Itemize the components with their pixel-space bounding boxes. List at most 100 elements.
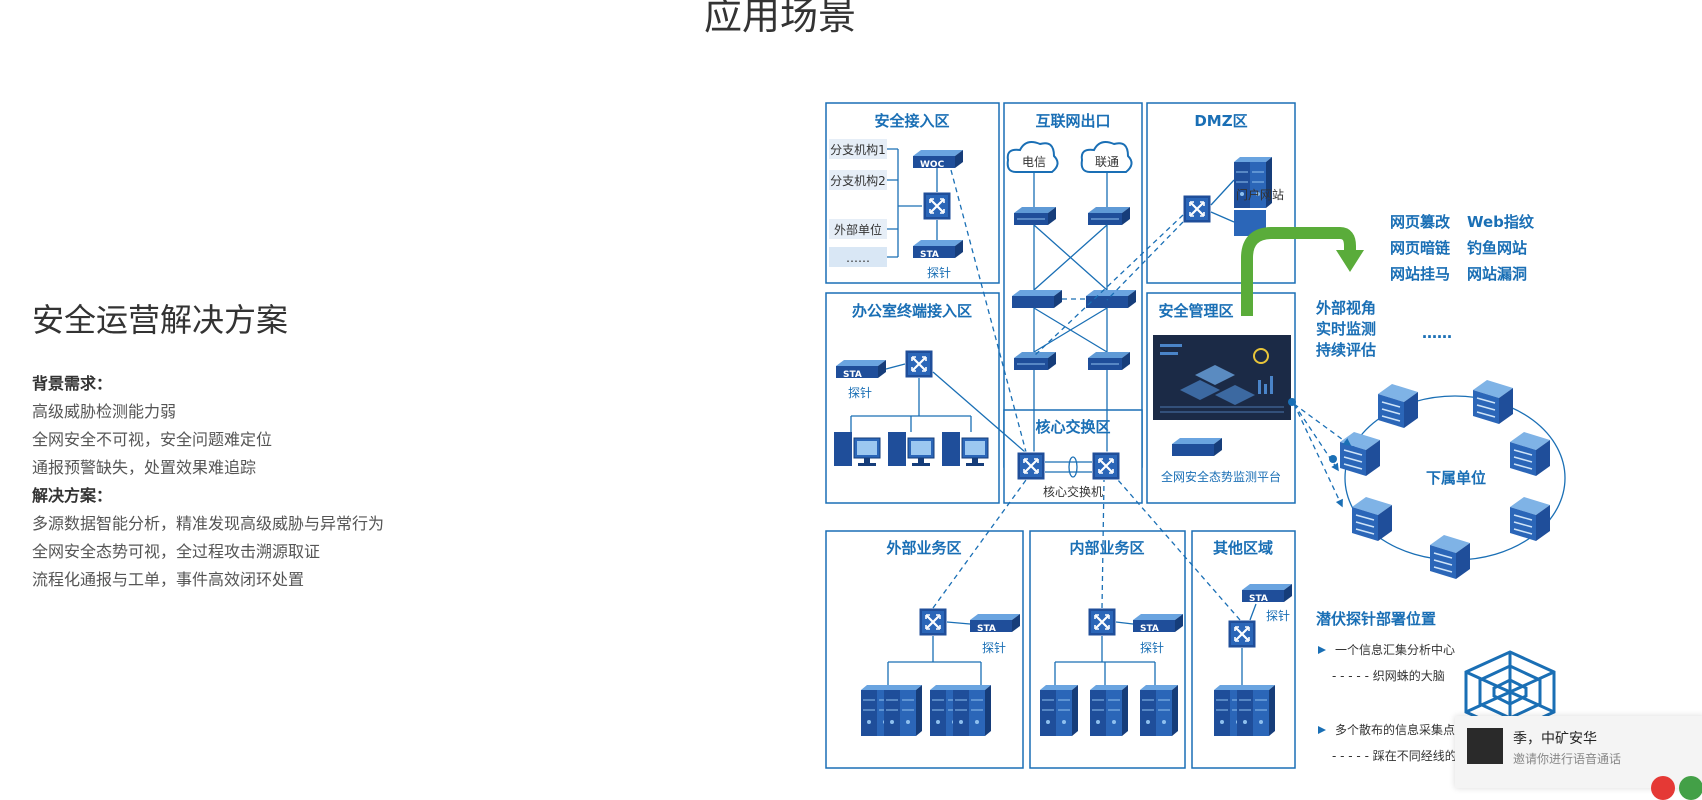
zone-title-mgmt: 安全管理区 <box>1158 302 1233 320</box>
ext-links <box>887 621 982 685</box>
firewall-icon <box>1086 290 1136 308</box>
ext-switch-icon <box>917 606 949 638</box>
portal-label: 门户网站 <box>1236 187 1284 202</box>
building-icon <box>1509 431 1551 477</box>
office-switch-icon <box>903 348 935 380</box>
deploy-title: 潜伏探针部署位置 <box>1316 610 1436 628</box>
firewall-icon <box>1012 290 1062 308</box>
zone-title-access: 安全接入区 <box>874 112 949 130</box>
other-switch-icon <box>1226 618 1258 650</box>
building-icon <box>1351 496 1393 542</box>
probe-label: 探针 <box>982 640 1006 655</box>
sta-label: STA <box>843 370 862 380</box>
office-uplink <box>932 371 1026 453</box>
external-view-label: 实时监测 <box>1316 320 1376 338</box>
building-icon <box>1509 496 1551 542</box>
branch-box <box>829 219 887 239</box>
monitor-arrow <box>1293 403 1343 508</box>
core-uplinks <box>1033 370 1108 452</box>
int-switch-icon <box>1086 606 1118 638</box>
deploy-item: 一个信息汇集分析中心 <box>1335 642 1455 657</box>
zone-title-internet: 互联网出口 <box>1035 112 1110 130</box>
external-ellipsis: …… <box>1422 324 1452 342</box>
branch-label: …… <box>846 251 870 265</box>
dmz-dashed-links <box>1033 214 1184 357</box>
sta-label: STA <box>977 624 996 634</box>
unicom-label: 联通 <box>1095 155 1119 169</box>
office-links <box>850 363 972 432</box>
bullet-icon <box>1318 646 1326 654</box>
probe-label: 探针 <box>927 265 951 280</box>
call-message: 邀请你进行语音通话 <box>1513 752 1622 766</box>
risk-label: 网页篡改 <box>1390 213 1451 231</box>
device-icon <box>1087 351 1131 371</box>
subordinate-label: 下属单位 <box>1426 469 1486 487</box>
deploy-item: 多个散布的信息采集点 <box>1335 722 1455 737</box>
building-icon <box>1472 379 1514 425</box>
server-icon <box>1039 684 1079 737</box>
solution-title: 安全运营解决方案 <box>32 301 289 339</box>
sta-label: STA <box>920 250 939 260</box>
branch-lines <box>887 148 922 258</box>
woc-dashed-link <box>950 169 1027 453</box>
bullet-icon <box>1318 726 1326 734</box>
risk-label: 钓鱼网站 <box>1467 239 1527 257</box>
voice-call-popup[interactable]: 季，中矿安华 邀请你进行语音通话 <box>1455 716 1702 800</box>
dmz-switch-icon <box>1181 193 1213 225</box>
server-icon <box>1236 684 1276 737</box>
background-item: 全网安全不可视，安全问题难定位 <box>32 430 273 449</box>
branch-box <box>829 139 887 159</box>
deploy-sub: - - - - - 踩在不同经线的 <box>1332 748 1457 763</box>
avatar <box>1467 728 1503 764</box>
server-icon <box>1089 684 1129 737</box>
int-links <box>1054 621 1156 685</box>
sta-label: STA <box>1249 594 1268 604</box>
risk-label: 网站漏洞 <box>1467 265 1527 283</box>
access-switch-icon <box>921 190 953 222</box>
zone-title-office: 办公室终端接入区 <box>852 302 972 320</box>
green-arrow-head-icon <box>1336 250 1364 272</box>
trunk-ring-icon <box>1068 456 1078 478</box>
decline-call-button[interactable] <box>1651 776 1675 800</box>
other-uplink <box>1117 479 1241 621</box>
core-switch-label: 核心交换机 <box>1043 484 1103 499</box>
woc-label: WOC <box>920 160 945 170</box>
risk-label: 网站挂马 <box>1390 265 1450 283</box>
cloud-links <box>1033 173 1108 207</box>
probe-label: 探针 <box>1140 640 1164 655</box>
solution-panel: 安全运营解决方案 背景需求： 高级威胁检测能力弱 全网安全不可视，安全问题难定位… <box>32 300 532 594</box>
building-icon <box>1429 534 1471 580</box>
background-heading: 背景需求： <box>32 374 113 393</box>
branch-label: 分支机构1 <box>830 142 886 157</box>
dashboard-screen <box>1153 335 1291 420</box>
telecom-label: 电信 <box>1022 155 1046 169</box>
router-icon <box>1013 206 1057 226</box>
ring-node <box>1329 455 1337 463</box>
server-icon <box>1139 684 1179 737</box>
zone-title-core: 核心交换区 <box>1035 418 1110 436</box>
zone-title-int-biz: 内部业务区 <box>1069 539 1144 557</box>
monitor-arrow <box>1293 403 1352 446</box>
caller-name: 季，中矿安华 <box>1513 731 1597 747</box>
probe-label: 探针 <box>848 385 872 400</box>
device-icon <box>1013 351 1057 371</box>
external-view-label: 外部视角 <box>1315 299 1376 317</box>
zone-title-ext-biz: 外部业务区 <box>885 539 961 557</box>
other-links <box>1241 603 1257 685</box>
external-view-label: 持续评估 <box>1316 341 1376 359</box>
solution-item: 全网安全态势可视，全过程攻击溯源取证 <box>32 542 321 561</box>
accept-call-button[interactable] <box>1679 776 1702 800</box>
branch-box <box>829 247 887 267</box>
router-cross-links <box>1033 224 1108 291</box>
zone-title-other: 其他区域 <box>1213 539 1273 557</box>
building-icon <box>1339 431 1381 477</box>
firewall-cross-links <box>1033 307 1108 353</box>
dmz-links <box>1210 179 1235 223</box>
branch-box <box>829 170 887 190</box>
page-title: 应用场景 <box>703 0 856 38</box>
green-arrow-icon <box>1241 227 1356 316</box>
probe-label: 探针 <box>1266 608 1290 623</box>
unicom-cloud-icon <box>1080 141 1133 173</box>
deploy-sub: - - - - - 织网蛛的大脑 <box>1332 668 1445 683</box>
